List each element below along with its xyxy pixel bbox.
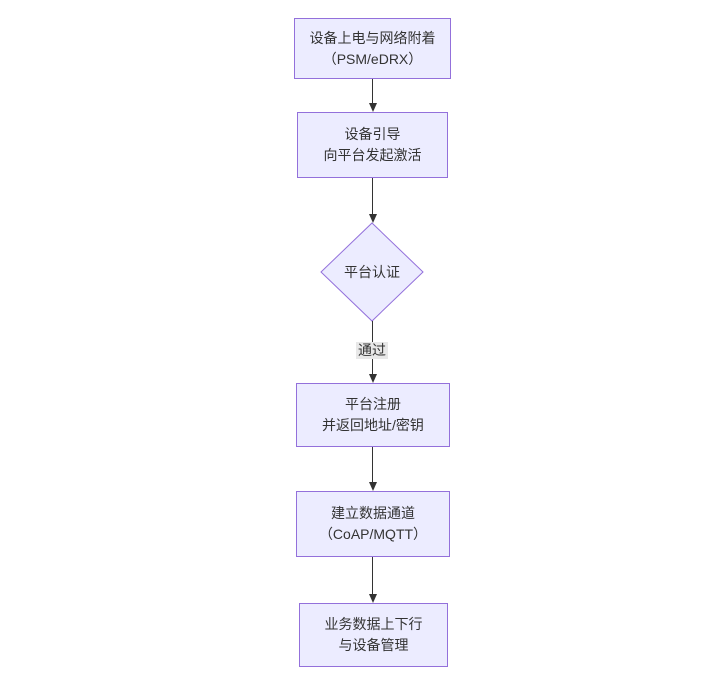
- arrow-line: [372, 557, 373, 594]
- arrow-d-to-e: [368, 447, 377, 491]
- arrowhead-down-icon: [368, 214, 377, 223]
- arrowhead-down-icon: [368, 482, 377, 491]
- node-label-line: （PSM/eDRX）: [322, 50, 423, 67]
- node-label-line: 平台认证: [344, 264, 400, 280]
- node-power-network-attach: 设备上电与网络附着 （PSM/eDRX）: [294, 18, 451, 79]
- node-label-line: 建立数据通道: [331, 505, 415, 521]
- node-label-line: 设备引导: [344, 126, 401, 142]
- arrow-a-to-b: [368, 79, 377, 112]
- arrow-line: [372, 447, 373, 482]
- arrowhead-down-icon: [368, 594, 377, 603]
- node-label-line: 设备上电与网络附着: [309, 29, 436, 46]
- arrowhead-down-icon: [368, 103, 377, 112]
- node-platform-auth: 平台认证: [320, 222, 424, 322]
- arrow-line: [372, 178, 373, 214]
- arrow-b-to-c: [368, 178, 377, 223]
- arrow-e-to-f: [368, 557, 377, 603]
- node-label-line: 业务数据上下行: [324, 616, 423, 632]
- node-label-line: 并返回地址/密钥: [322, 417, 424, 433]
- arrowhead-down-icon: [368, 374, 377, 383]
- node-device-bootstrap: 设备引导 向平台发起激活: [297, 112, 448, 178]
- node-label-line: 向平台发起激活: [323, 147, 422, 163]
- arrow-line: [372, 79, 373, 103]
- node-platform-register: 平台注册 并返回地址/密钥: [296, 383, 450, 447]
- node-business-data: 业务数据上下行 与设备管理: [299, 603, 448, 667]
- node-data-channel: 建立数据通道 （CoAP/MQTT）: [296, 491, 450, 557]
- node-label-line: 平台注册: [345, 396, 401, 412]
- node-label-line: （CoAP/MQTT）: [318, 526, 428, 542]
- edge-label-pass: 通过: [356, 342, 388, 359]
- node-label-line: 与设备管理: [338, 637, 409, 653]
